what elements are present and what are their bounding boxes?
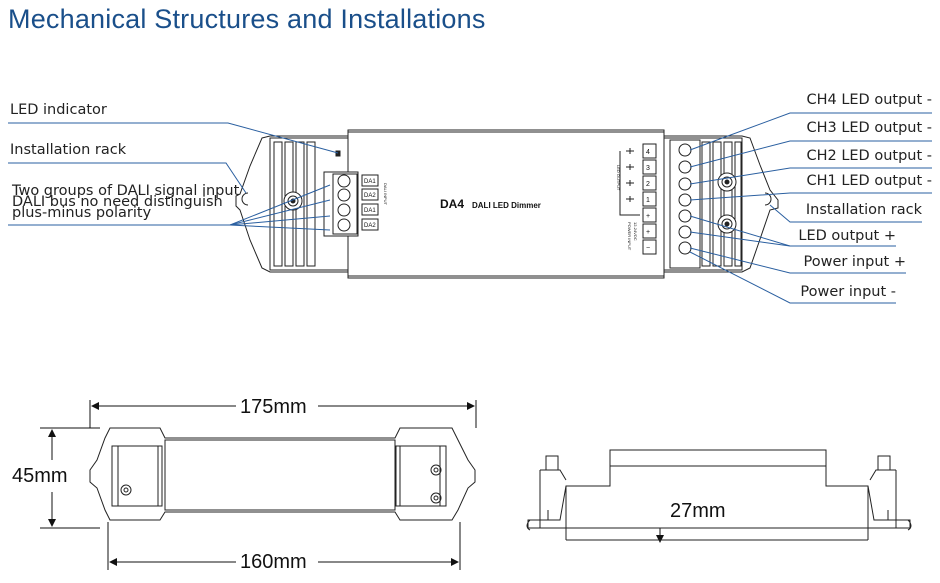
device-name: DALI LED Dimmer [472,201,541,210]
page-title: Mechanical Structures and Installations [8,4,486,34]
dali-term-1: DA1 [364,179,376,185]
label-dali-line2: DALI bus no need distinguish [12,194,223,210]
label-led-indicator: LED indicator [10,102,107,118]
out-term-4: 4 [646,149,650,156]
dim-45: 45mm [12,465,68,487]
dim-160: 160mm [240,551,307,573]
out-term-1: 1 [646,197,650,204]
label-ch2: CH2 LED output - [806,148,932,164]
dali-caption: DALI INPUT [383,183,388,206]
out-term-plus1: + [646,213,650,220]
label-power-input-minus: Power input - [800,284,896,300]
out-term-minus: − [646,245,650,252]
power-caption-1: POWER INPUT [627,222,632,251]
label-led-output-plus: LED output + [798,228,896,244]
power-caption-2: 12-24VDC [633,222,638,241]
label-dali-line1: Two groups of DALI signal input [12,183,240,199]
label-dali-line3: plus-minus polarity [12,205,152,221]
dim-27: 27mm [670,500,726,522]
out-term-2: 2 [646,181,650,188]
label-installation-rack-right: Installation rack [805,202,922,218]
device-top-view [235,129,779,279]
label-ch3: CH3 LED output - [806,120,932,136]
led-output-caption: LED OUTPUT [616,165,621,191]
label-ch1: CH1 LED output - [806,173,932,189]
leader-lines [8,112,932,304]
out-term-plus2: + [646,229,650,236]
label-ch4: CH4 LED output - [806,92,932,108]
dali-term-4: DA2 [364,223,376,229]
label-power-input-plus: Power input + [803,254,906,270]
device-dimension-view [89,427,476,521]
device-side-view [526,449,912,541]
dali-term-2: DA2 [364,193,376,199]
label-installation-rack-left: Installation rack [10,142,127,158]
dali-term-3: DA1 [364,208,376,214]
dim-175: 175mm [240,396,307,418]
device-model: DA4 [440,197,464,211]
out-term-3: 3 [646,165,650,172]
